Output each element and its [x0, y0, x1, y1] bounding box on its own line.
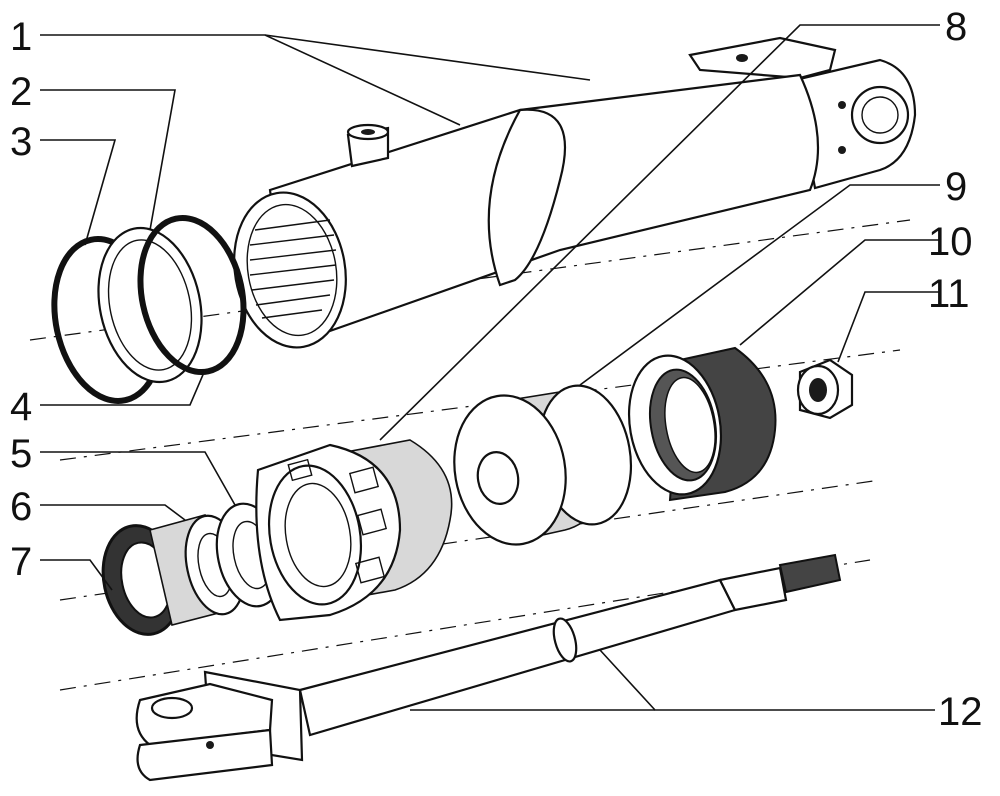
- part-number-labels: 1 2 3 4 5 6 7 8 9 10 11 12: [10, 5, 983, 734]
- label-7: 7: [10, 540, 32, 584]
- piston-seal-part-10: [627, 346, 777, 502]
- label-10: 10: [928, 220, 973, 264]
- leader-lines: [40, 24, 940, 711]
- nut-part-11: [796, 358, 854, 420]
- label-9: 9: [945, 165, 967, 209]
- label-12: 12: [938, 690, 983, 734]
- label-2: 2: [10, 70, 32, 114]
- label-5: 5: [10, 432, 32, 476]
- piston-part-9: [453, 384, 633, 546]
- label-4: 4: [10, 385, 32, 429]
- cylinder-barrel: [233, 36, 917, 349]
- piston-rod-part-12: [135, 553, 842, 782]
- ring-part-2: [97, 226, 203, 384]
- bore-thread-hatching: [249, 219, 337, 319]
- gland-head-part-8: [255, 439, 453, 622]
- label-8: 8: [945, 5, 967, 49]
- ring-part-4: [137, 214, 247, 376]
- label-11: 11: [928, 272, 970, 316]
- label-3: 3: [10, 120, 32, 164]
- label-6: 6: [10, 485, 32, 529]
- label-1: 1: [10, 15, 32, 59]
